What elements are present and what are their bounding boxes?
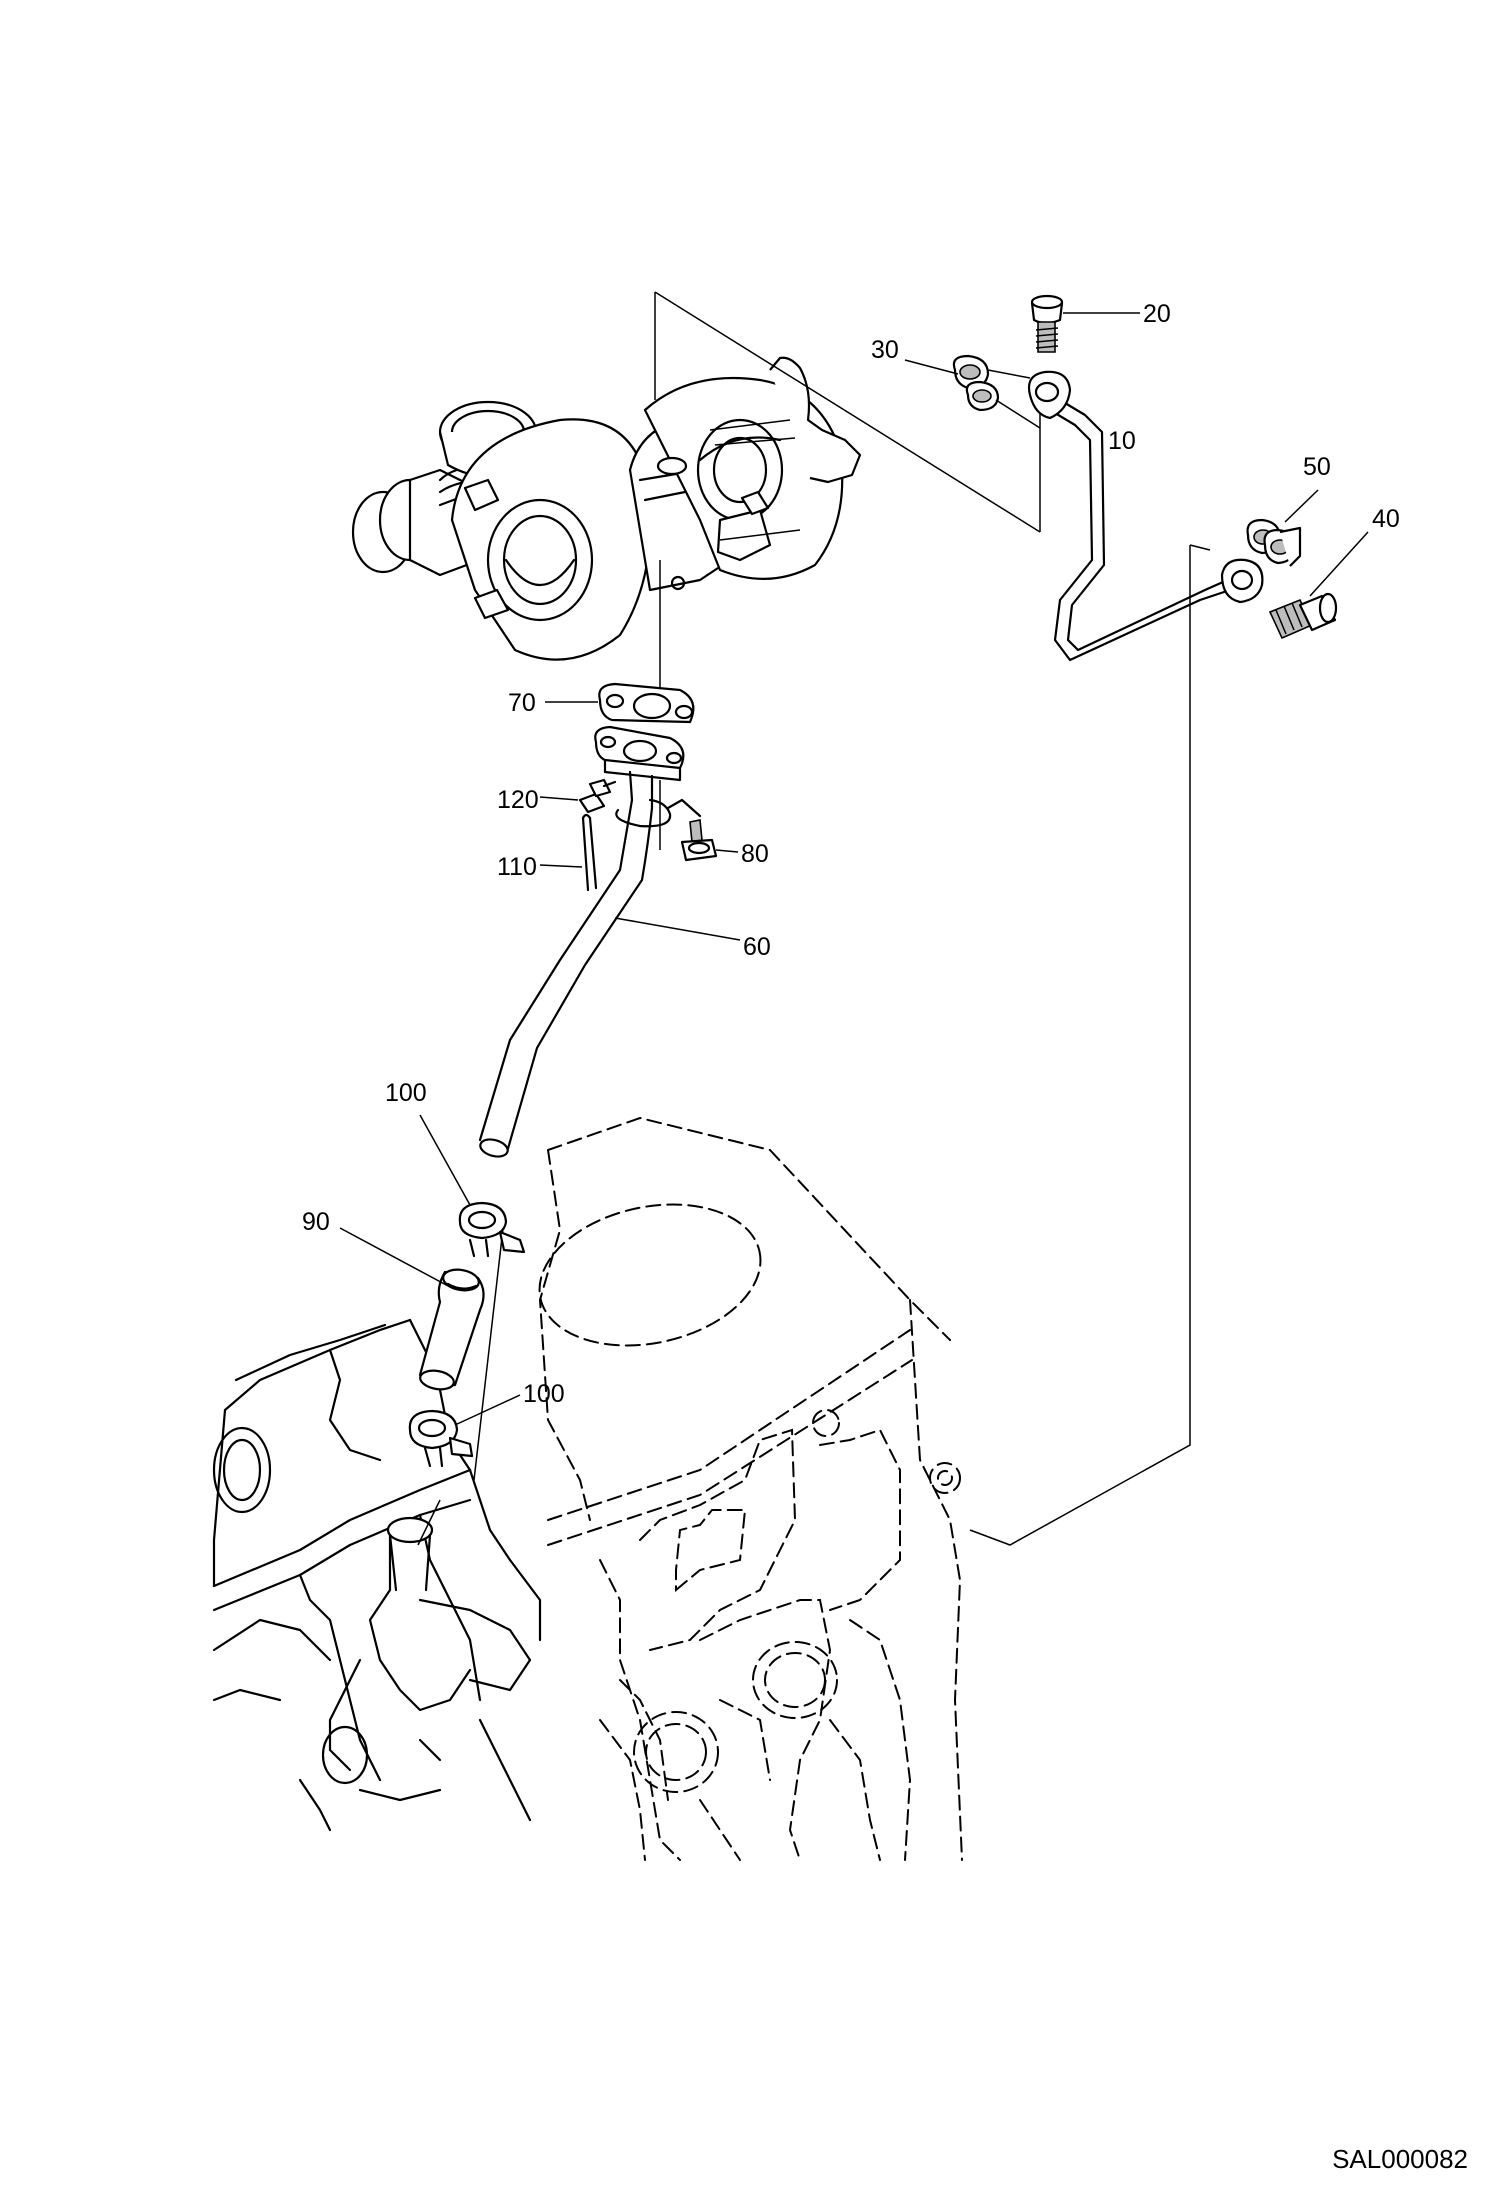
callout-20: 20 — [1143, 300, 1171, 328]
bolt-80 — [680, 819, 718, 862]
figure-reference-code: SAL000082 — [1332, 2144, 1468, 2174]
banjo-bolt-20 — [1030, 294, 1064, 353]
callout-labels: 10 20 30 40 50 60 70 80 90 100 100 110 1… — [302, 300, 1400, 1408]
leader-60 — [614, 917, 741, 941]
callout-40: 40 — [1372, 505, 1400, 533]
leader-80 — [715, 849, 739, 853]
leader-30-b — [987, 369, 1041, 429]
callout-120: 120 — [497, 786, 539, 814]
washers-50 — [1246, 518, 1302, 567]
block-section-left — [212, 1318, 542, 1832]
drain-pipe-60 — [478, 798, 702, 1158]
callout-50: 50 — [1303, 453, 1331, 481]
callout-90: 90 — [302, 1208, 330, 1236]
assembly-lines — [417, 291, 1211, 1546]
hose-90 — [418, 1268, 485, 1391]
engine-block-outline — [538, 1116, 963, 1861]
leader-120 — [539, 796, 579, 801]
callout-60: 60 — [743, 933, 771, 961]
hose-clamp-100-upper — [458, 1201, 526, 1258]
oil-feed-pipe — [1027, 370, 1264, 662]
callout-100-upper: 100 — [385, 1079, 427, 1107]
leader-100-upper — [419, 1114, 471, 1206]
callout-30: 30 — [871, 336, 899, 364]
callout-80: 80 — [741, 840, 769, 868]
clip-120 — [578, 778, 617, 814]
callout-10: 10 — [1108, 427, 1136, 455]
leader-30 — [904, 359, 959, 375]
washers-30 — [952, 354, 1000, 412]
gasket-70 — [598, 682, 695, 724]
callout-70: 70 — [508, 689, 536, 717]
callout-110: 110 — [497, 853, 537, 881]
drain-flange — [594, 725, 685, 810]
strap-110 — [581, 813, 598, 892]
leader-110 — [539, 864, 583, 868]
hose-clamp-100-lower — [408, 1409, 474, 1468]
leader-100-lower — [454, 1394, 521, 1426]
leader-40 — [1309, 531, 1369, 597]
leader-90 — [339, 1227, 451, 1288]
turbocharger — [351, 356, 862, 661]
leader-50 — [1284, 489, 1319, 523]
callout-100-lower: 100 — [523, 1380, 565, 1408]
banjo-bolt-40 — [1268, 592, 1338, 640]
